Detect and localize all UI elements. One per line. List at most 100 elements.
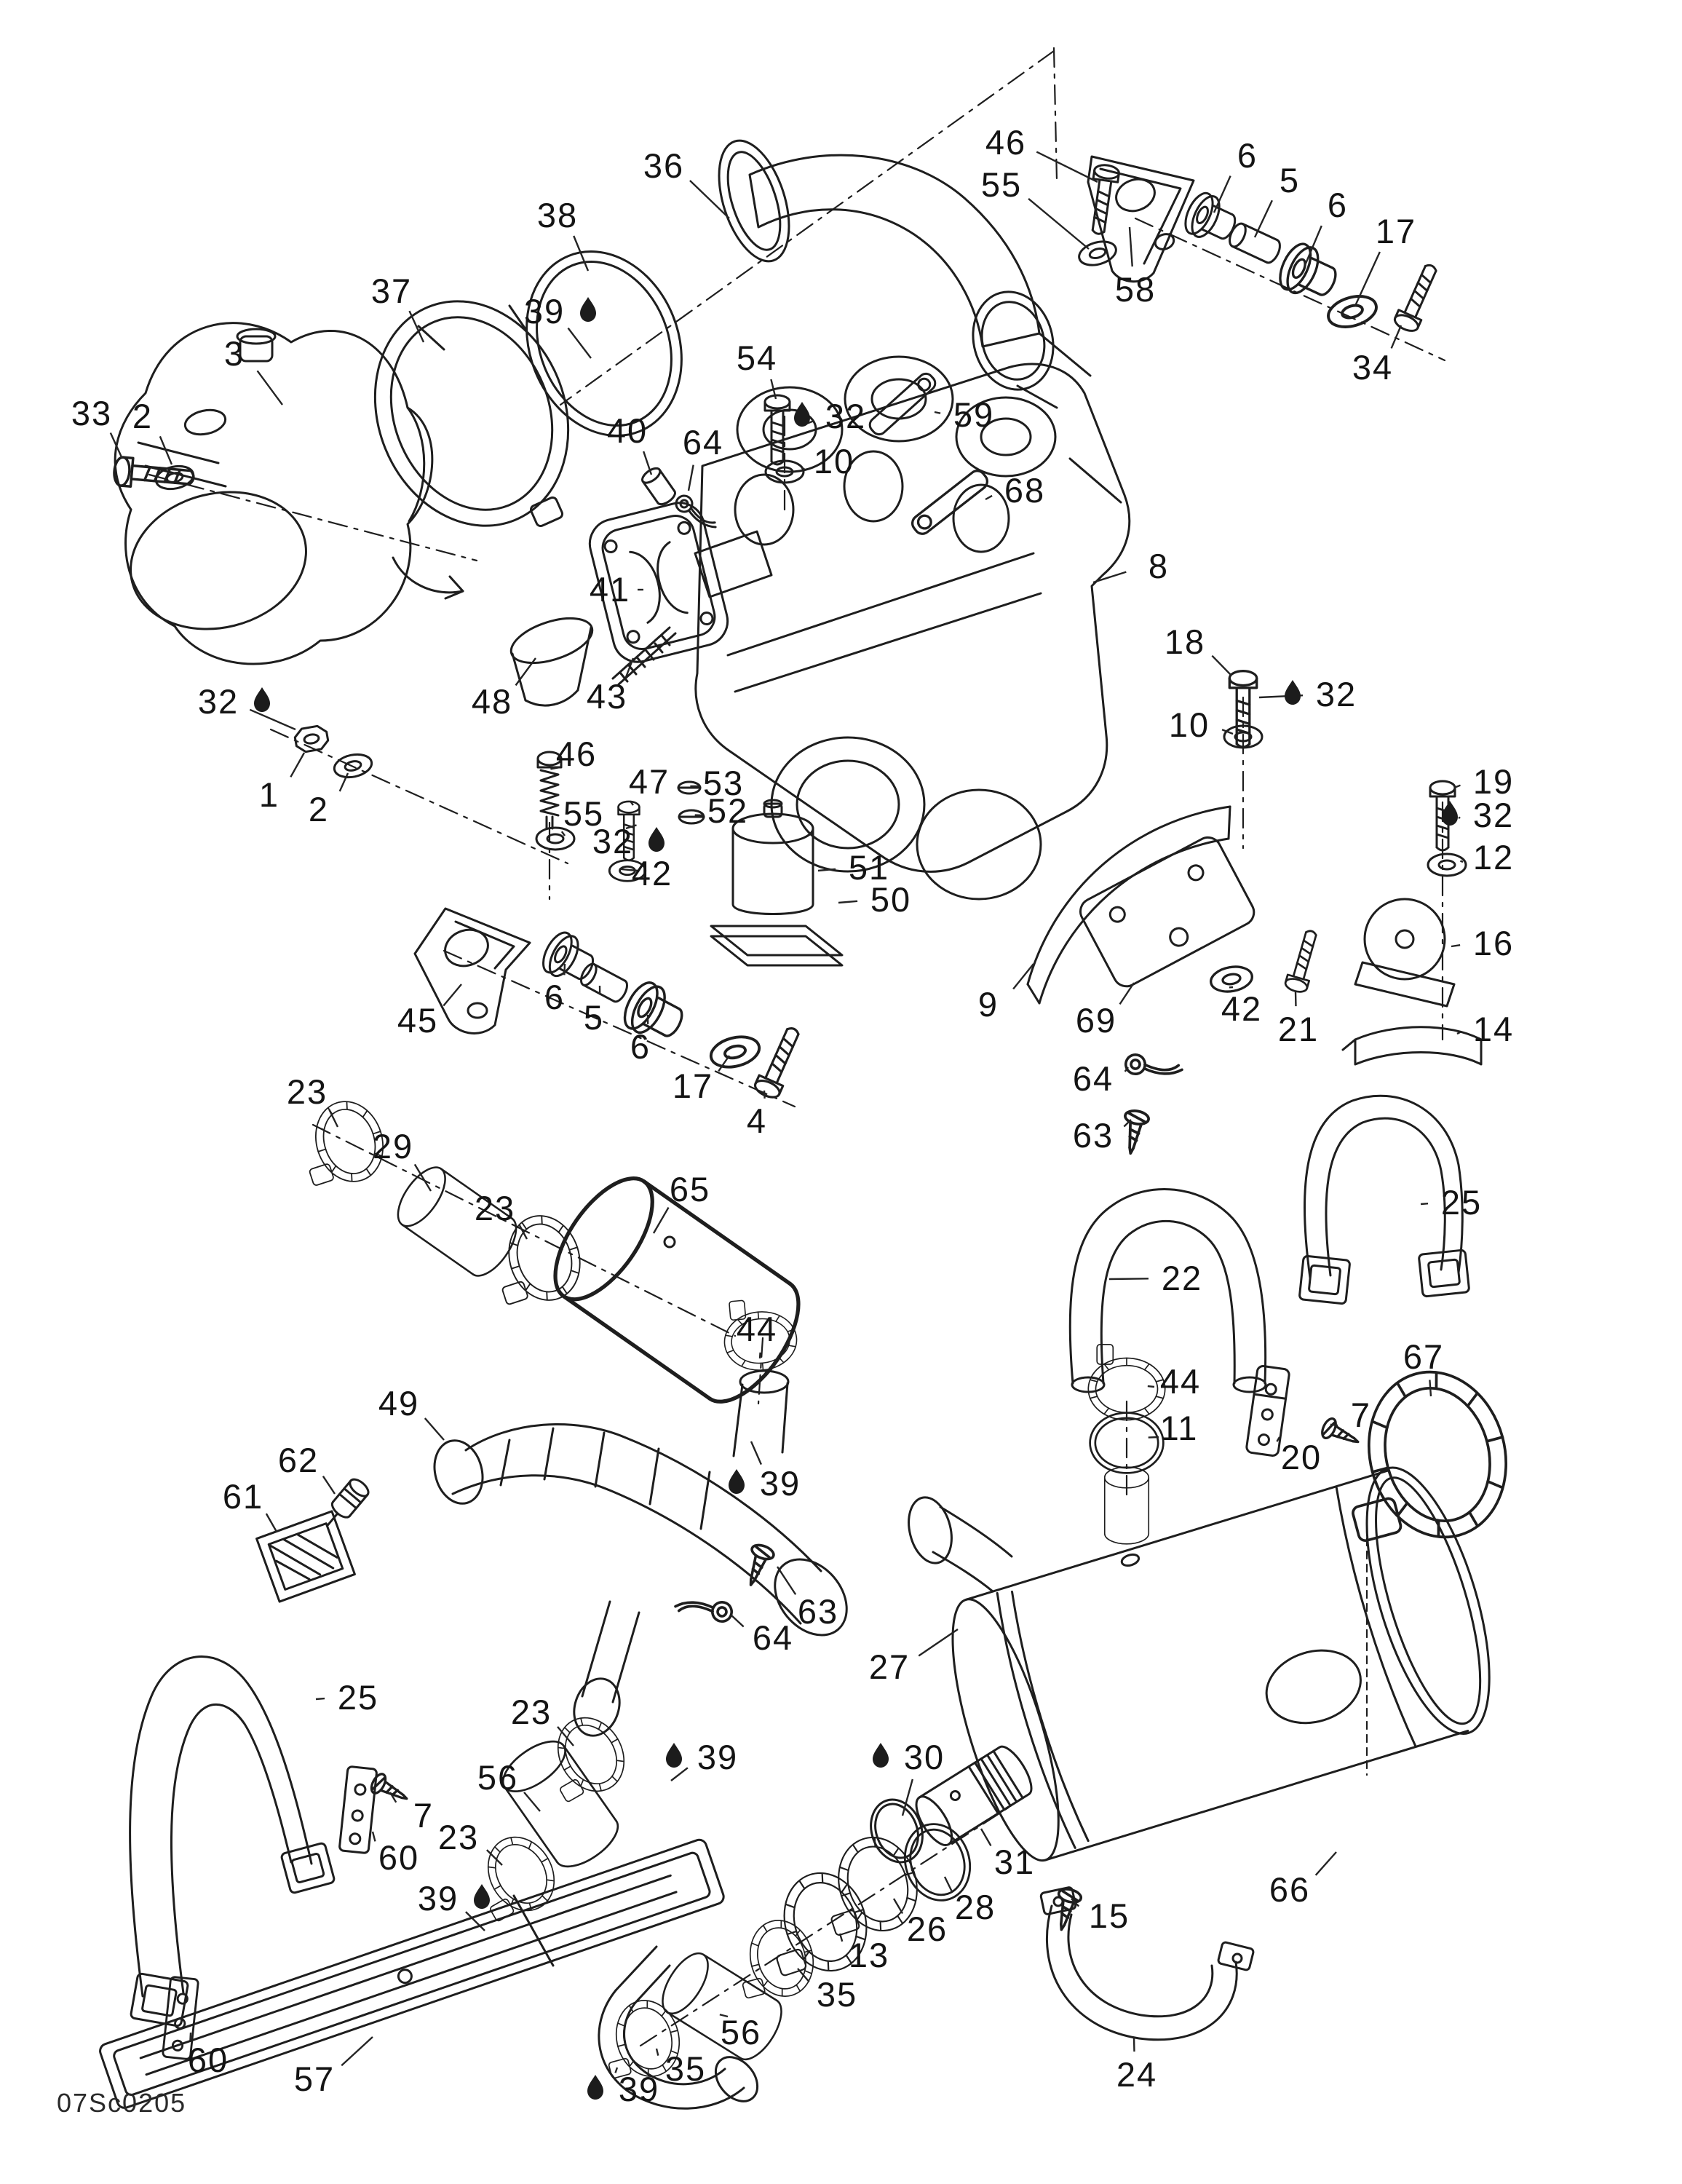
part-number: 7: [1351, 1396, 1371, 1434]
part-number: 44: [1160, 1362, 1201, 1401]
hose-clamp: [728, 1912, 822, 2008]
part-number: 5: [1280, 161, 1300, 199]
part-number: 10: [1169, 705, 1210, 744]
leader-line: [624, 657, 635, 678]
lubricant-drop-icon: [873, 1743, 889, 1768]
leader-line: [159, 435, 173, 465]
part-number: 13: [849, 1936, 889, 1974]
dowel-pin: [641, 467, 676, 506]
part-number: 10: [814, 442, 854, 480]
leader-line: [486, 1849, 503, 1866]
part-number: 23: [511, 1693, 552, 1731]
part-label-47: 47: [629, 762, 670, 806]
part-number: 37: [371, 272, 412, 310]
support-bracket: [413, 907, 531, 1034]
part-label-39: 39: [587, 2067, 658, 2108]
leader-line: [550, 766, 561, 770]
part-label-3: 3: [224, 334, 283, 405]
leader-line: [758, 1352, 761, 1359]
leader-line: [567, 327, 592, 359]
muffler: [908, 1466, 1491, 1862]
part-label-51: 51: [817, 848, 888, 887]
mount-plate: [1341, 1026, 1483, 1066]
part-label-26: 26: [892, 1898, 948, 1948]
leader-line: [763, 1090, 766, 1099]
part-label-29: 29: [373, 1127, 432, 1192]
mount-bolt: [1391, 259, 1445, 336]
leader-line: [1036, 151, 1098, 183]
leader-line: [290, 752, 306, 778]
leader-line: [413, 1163, 432, 1192]
part-label-7: 7: [389, 1792, 432, 1835]
part-number: 12: [1473, 838, 1514, 877]
part-label-54: 54: [737, 339, 777, 400]
leader-line: [341, 2036, 373, 2067]
part-number: 63: [1073, 1116, 1114, 1155]
part-label-56: 56: [719, 2013, 760, 2052]
part-label-20: 20: [1276, 1436, 1320, 1476]
part-label-64: 64: [730, 1614, 792, 1657]
part-label-13: 13: [838, 1933, 889, 1974]
part-number: 14: [1473, 1010, 1514, 1048]
part-number: 59: [953, 395, 994, 434]
part-label-19: 19: [1453, 762, 1512, 801]
part-number: 69: [1076, 1001, 1116, 1040]
part-number: 4: [747, 1101, 767, 1140]
large-clamp: [1320, 1355, 1526, 1562]
part-label-35: 35: [655, 2048, 705, 2088]
lubricant-drop-icon: [1285, 680, 1301, 705]
part-number: 23: [287, 1072, 328, 1111]
part-number: 32: [1473, 796, 1514, 834]
large-hose: [536, 1163, 817, 1417]
part-number: 24: [1116, 2055, 1157, 2094]
leader-line: [1012, 963, 1034, 990]
v-band-clamp: [373, 300, 570, 600]
part-label-41: 41: [590, 570, 643, 609]
leader-line: [943, 1876, 953, 1891]
exhaust-elbow-pipe: [718, 139, 1092, 409]
part-number: 42: [632, 854, 673, 893]
part-label-32: 32: [198, 682, 296, 731]
leader-line: [838, 1933, 844, 1942]
flat-washer: [706, 1030, 764, 1074]
part-number: 39: [418, 1879, 459, 1918]
part-label-31: 31: [980, 1828, 1034, 1881]
part-label-42: 42: [619, 854, 673, 893]
part-label-69: 69: [1076, 982, 1135, 1040]
leader-line: [655, 2048, 659, 2056]
part-label-48: 48: [472, 657, 536, 721]
part-number: 26: [907, 1910, 948, 1948]
threaded-outlet-adapter: [915, 1745, 1033, 1846]
part-number: 6: [544, 978, 565, 1016]
part-label-37: 37: [371, 272, 425, 343]
part-label-32: 32: [592, 822, 665, 860]
leader-line: [1451, 944, 1461, 948]
leader-line: [515, 657, 536, 687]
leader-line: [1460, 860, 1464, 863]
part-label-65: 65: [652, 1170, 710, 1234]
part-label-6: 6: [544, 963, 566, 1016]
part-label-39: 39: [729, 1441, 799, 1503]
part-number: 42: [1221, 989, 1262, 1028]
muffler-strap: [129, 1655, 336, 2027]
part-number: 65: [670, 1170, 710, 1208]
part-label-68: 68: [985, 471, 1044, 510]
part-label-6: 6: [630, 1014, 649, 1066]
part-number: 11: [1160, 1409, 1199, 1447]
leader-line: [1071, 1898, 1080, 1907]
leader-line: [614, 2067, 619, 2073]
engine-mount-damper: [710, 799, 844, 967]
part-number: 32: [592, 822, 633, 860]
mount-bracket: [162, 1976, 199, 2060]
leader-line: [776, 1566, 797, 1595]
leader-line: [1108, 1278, 1149, 1281]
engine-mount: [1354, 898, 1456, 1008]
part-label-21: 21: [1278, 991, 1317, 1048]
part-label-4: 4: [747, 1090, 767, 1140]
part-label-56: 56: [477, 1758, 541, 1812]
part-number: 47: [629, 762, 670, 801]
leader-line: [1453, 784, 1461, 789]
part-number: 36: [643, 146, 684, 185]
part-label-6: 6: [1213, 136, 1256, 213]
